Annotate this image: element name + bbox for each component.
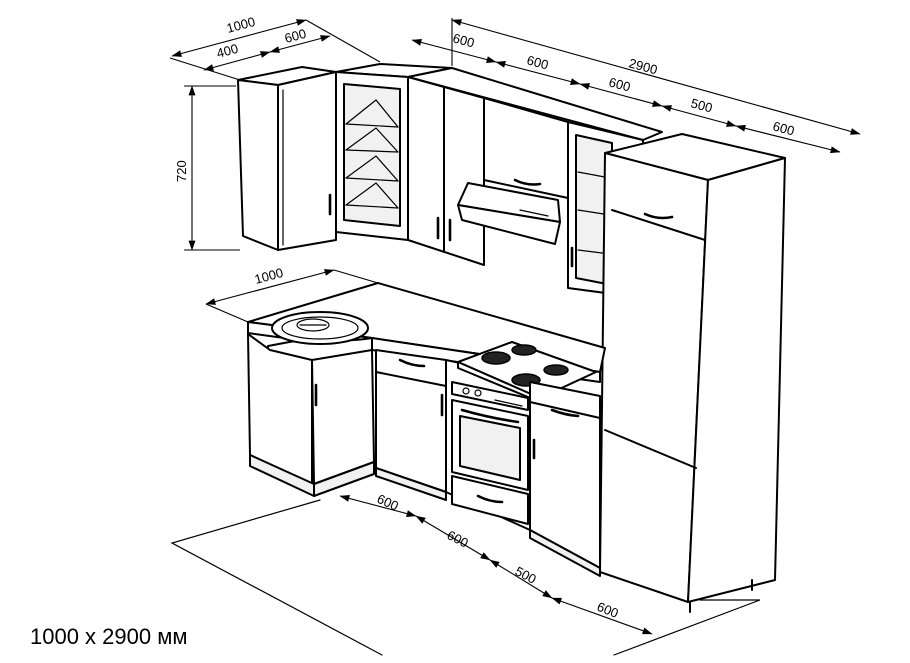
tall-cabinet-front-panel bbox=[687, 157, 786, 603]
dim-upper-back-600-b: 600 bbox=[525, 52, 550, 72]
lower-cabinets bbox=[247, 282, 606, 577]
dim-upper-back-600-d: 600 bbox=[771, 118, 796, 138]
dim-total-length: 2900 bbox=[627, 55, 659, 77]
dim-floor-500: 500 bbox=[513, 563, 539, 586]
dim-upper-back-600-c: 600 bbox=[607, 74, 632, 94]
dimension-lines: 1000 400 600 2900 600 600 600 500 600 72… bbox=[169, 14, 861, 635]
sink-cabinet-door bbox=[311, 349, 375, 485]
dim-upper-back-600-a: 600 bbox=[451, 30, 476, 50]
tall-cabinet bbox=[599, 133, 786, 613]
dim-floor-600-c: 600 bbox=[595, 599, 621, 621]
dim-height: 720 bbox=[174, 160, 189, 182]
dim-upper-back-500: 500 bbox=[689, 95, 714, 115]
dim-upper-left-total: 1000 bbox=[225, 14, 257, 36]
upper-left-side bbox=[237, 79, 279, 251]
hob bbox=[457, 341, 597, 403]
dim-floor-600-b: 600 bbox=[445, 527, 471, 550]
sink bbox=[271, 311, 369, 345]
caption: 1000 x 2900 мм bbox=[30, 624, 188, 649]
dim-floor-600-a: 600 bbox=[375, 491, 401, 514]
upper-left-door bbox=[277, 71, 337, 251]
dim-upper-left-400: 400 bbox=[215, 41, 240, 61]
floor-outline bbox=[170, 499, 761, 656]
dim-upper-left-600: 600 bbox=[283, 26, 308, 46]
dim-counter-left: 1000 bbox=[253, 265, 285, 287]
upper-double-door-cabinet bbox=[407, 76, 485, 266]
upper-cabinets bbox=[237, 63, 663, 299]
